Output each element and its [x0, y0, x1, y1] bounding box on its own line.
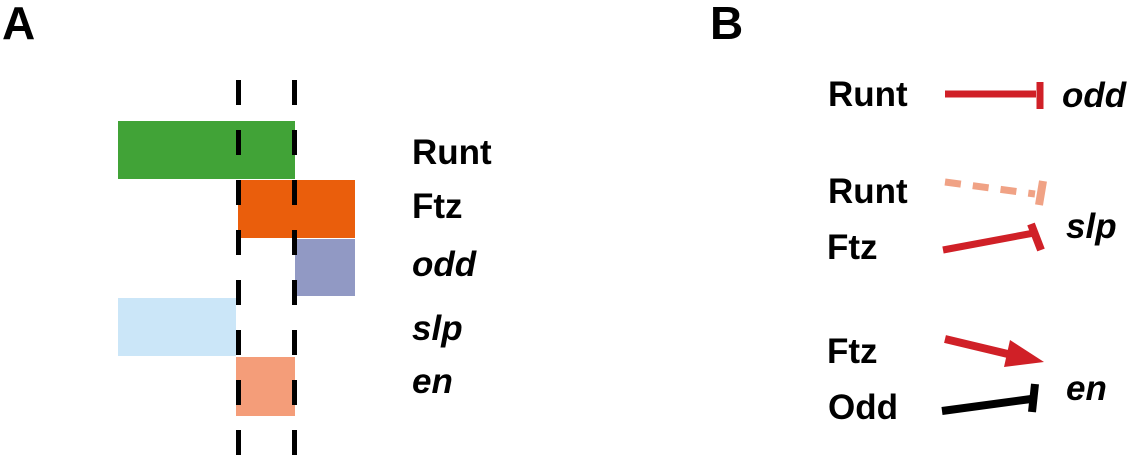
panel-b-source-odd: Odd	[828, 388, 898, 427]
repression-line	[941, 395, 1032, 415]
repression-runt-odd	[945, 82, 1044, 109]
panel-b-source-runt-2: Runt	[828, 172, 908, 211]
repression-line	[942, 229, 1035, 254]
panel-a-label-en: en	[412, 362, 453, 401]
boundary-dashed-line-left	[236, 80, 241, 455]
repression-line-dashed	[944, 178, 1036, 198]
panel-b-source-ftz-2: Ftz	[827, 332, 878, 371]
panel-b-target-slp: slp	[1066, 207, 1117, 246]
panel-a-label-odd: odd	[412, 245, 477, 284]
panel-b-source-ftz-1: Ftz	[827, 228, 878, 267]
repression-odd-en	[941, 383, 1039, 415]
slp-expression-bar	[118, 298, 236, 356]
en-expression-bar	[236, 357, 295, 416]
runt-expression-bar	[118, 121, 295, 179]
panel-a-label-ftz: Ftz	[412, 187, 463, 226]
activation-line	[944, 335, 1013, 359]
panel-b-target-odd: odd	[1062, 76, 1127, 115]
panel-a-label: A	[2, 0, 36, 49]
repression-runt-slp	[944, 178, 1047, 206]
tbar-icon	[1027, 222, 1045, 252]
panel-a-label-slp: slp	[412, 309, 463, 348]
repression-ftz-slp	[942, 222, 1045, 254]
tbar-icon	[1028, 383, 1039, 413]
panel-b-label: B	[710, 0, 744, 49]
panel-b-source-runt-1: Runt	[828, 75, 908, 114]
tbar-icon	[1035, 180, 1047, 206]
odd-expression-bar	[295, 239, 355, 296]
arrowhead-icon	[1004, 340, 1044, 367]
panel-b-target-en: en	[1066, 369, 1107, 408]
panel-a-label-runt: Runt	[412, 133, 492, 172]
boundary-dashed-line-right	[292, 80, 297, 455]
activation-ftz-en	[944, 335, 1044, 367]
